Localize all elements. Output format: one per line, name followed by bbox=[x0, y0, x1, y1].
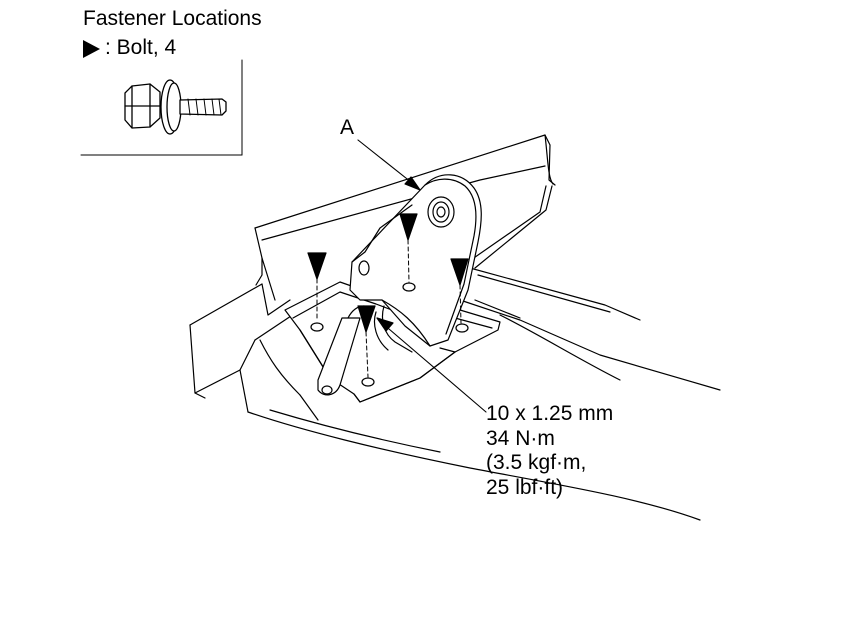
bolt-markers bbox=[307, 213, 469, 378]
torque-spec-thread: 10 x 1.25 mm bbox=[486, 402, 614, 425]
torque-spec-kgfm: (3.5 kgf·m, bbox=[486, 451, 587, 474]
legend-title: Fastener Locations bbox=[83, 7, 262, 30]
bracket-a bbox=[349, 174, 482, 353]
torque-spec-nm: 34 N·m bbox=[486, 426, 555, 450]
callout-a-leader bbox=[357, 139, 421, 191]
torque-spec-leader bbox=[376, 317, 487, 413]
part-callout-label: A bbox=[340, 116, 355, 139]
bolt-marker-4-icon bbox=[357, 305, 376, 333]
flange-bolt-icon bbox=[124, 79, 227, 135]
bolt-marker-3-icon bbox=[450, 258, 469, 286]
legend-bolt-row: : Bolt, 4 bbox=[83, 36, 176, 60]
bolt-marker-1-icon bbox=[307, 252, 327, 280]
legend-bolt-label: : Bolt, 4 bbox=[105, 36, 177, 59]
bolt-marker-2-icon bbox=[399, 213, 418, 241]
bolt-marker-icon bbox=[83, 39, 100, 58]
body-frame bbox=[189, 134, 721, 521]
legend-frame bbox=[80, 59, 243, 156]
